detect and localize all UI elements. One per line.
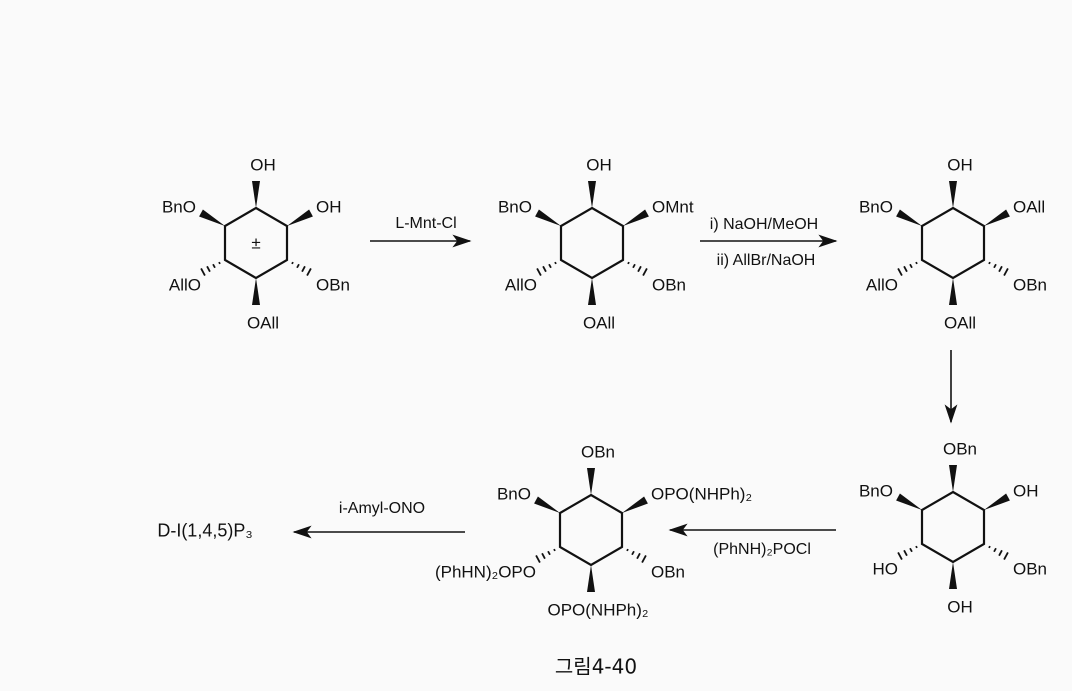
substituent-ll: (PhHN)₂OPO xyxy=(434,562,536,582)
wedge-bond xyxy=(949,278,957,305)
hashed-bond xyxy=(897,261,918,276)
hashed-bond xyxy=(626,548,647,563)
substituent-bottom: OAll xyxy=(943,313,977,333)
substituent-ul: BnO xyxy=(497,197,532,217)
wedge-bond xyxy=(588,181,596,208)
substituent-ll: AllO xyxy=(504,275,537,295)
reagent-step5: i-Amyl-ONO xyxy=(338,500,426,517)
wedge-bond xyxy=(623,209,649,226)
wedge-bond xyxy=(984,209,1010,226)
wedge-bond xyxy=(252,181,260,208)
wedge-bond xyxy=(535,209,561,226)
substituent-bottom: OPO(NHPh)₂ xyxy=(547,600,649,620)
substituent-ul: BnO xyxy=(161,197,196,217)
wedge-bond xyxy=(949,181,957,208)
substituent-ur: OH xyxy=(316,197,342,217)
hashed-bond xyxy=(536,261,557,276)
substituent-lr: OBn xyxy=(316,275,351,295)
hashed-bond xyxy=(627,261,648,276)
wedge-bond xyxy=(896,493,922,510)
final-product: D-I(1,4,5)P₃ xyxy=(157,520,253,541)
wedge-bond xyxy=(949,562,957,589)
wedge-bond xyxy=(534,496,560,513)
hashed-bond xyxy=(897,545,918,560)
substituent-ll: AllO xyxy=(865,275,898,295)
substituent-ur: OH xyxy=(1013,481,1039,501)
wedge-bond xyxy=(587,565,595,592)
substituent-ll: AllO xyxy=(168,275,201,295)
substituent-top: OH xyxy=(947,155,973,175)
wedge-bond xyxy=(622,496,648,513)
substituent-bottom: OAll xyxy=(246,313,280,333)
racemic-marker: ± xyxy=(251,233,261,253)
wedge-bond xyxy=(896,209,922,226)
wedge-bond xyxy=(287,209,313,226)
figure-caption: 그림4-40 xyxy=(554,654,638,679)
wedge-bond xyxy=(949,465,957,492)
substituent-ur: OAll xyxy=(1013,197,1046,217)
hashed-bond xyxy=(988,545,1009,560)
substituent-top: OH xyxy=(250,155,276,175)
substituent-bottom: OH xyxy=(947,597,973,617)
reagent-step1: L-Mnt-Cl xyxy=(395,215,457,232)
hashed-bond xyxy=(988,261,1009,276)
reagent-step2a: i) NaOH/MeOH xyxy=(709,216,819,233)
wedge-bond xyxy=(984,493,1010,510)
substituent-lr: OBn xyxy=(1013,559,1048,579)
hashed-bond xyxy=(200,261,221,276)
substituent-ll: HO xyxy=(872,559,899,579)
substituent-lr: OBn xyxy=(651,562,686,582)
wedge-bond xyxy=(199,209,225,226)
hashed-bond xyxy=(291,261,312,276)
triallyl-intermediate-ring xyxy=(920,206,986,280)
substituent-ul: BnO xyxy=(858,197,893,217)
reagent-step2b: ii) AllBr/NaOH xyxy=(716,252,816,269)
menthyl-ether-ring xyxy=(559,206,625,280)
substituent-top: OBn xyxy=(942,439,978,459)
substituent-top: OH xyxy=(586,155,612,175)
wedge-bond xyxy=(587,468,595,495)
substituent-ur: OPO(NHPh)₂ xyxy=(651,484,753,504)
reagent-step4: (PhNH)₂POCl xyxy=(713,541,811,558)
substituent-ul: BnO xyxy=(858,481,893,501)
wedge-bond xyxy=(252,278,260,305)
substituent-lr: OBn xyxy=(652,275,687,295)
triol-intermediate-ring xyxy=(920,490,986,564)
substituent-bottom: OAll xyxy=(582,313,616,333)
substituent-lr: OBn xyxy=(1013,275,1048,295)
substituent-ur: OMnt xyxy=(652,197,694,217)
substituent-top: OBn xyxy=(580,442,616,462)
phosphoramidate-ring xyxy=(558,493,624,567)
hashed-bond xyxy=(535,548,556,563)
substituent-ul: BnO xyxy=(496,484,531,504)
wedge-bond xyxy=(588,278,596,305)
